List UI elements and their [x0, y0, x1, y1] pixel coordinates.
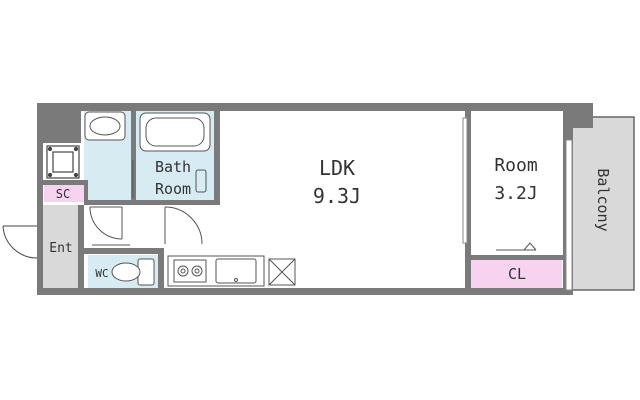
bath-room-label-line1: Bath: [155, 158, 191, 176]
room-size: 3.2J: [494, 183, 537, 204]
wash-door: [89, 206, 123, 240]
toilet: [111, 258, 155, 286]
closet-area: [471, 260, 562, 288]
closet-hanger-icon: [496, 242, 537, 251]
refrigerator-space: [268, 258, 296, 286]
entrance-label: Ent: [49, 241, 72, 256]
kitchen-sink: [215, 258, 257, 284]
washing-machine-pan: [46, 145, 80, 179]
bath-shower: [195, 169, 207, 193]
room-floor: [470, 110, 562, 258]
ldk-size: 9.3J: [313, 184, 361, 208]
shoe-closet-area: [44, 185, 84, 202]
balcony-area: [571, 116, 635, 291]
windows: [462, 117, 573, 291]
wc-label: WC: [95, 267, 108, 280]
wash-basin: [84, 111, 126, 141]
closet-label: CL: [508, 265, 526, 283]
entrance-door: [2, 225, 38, 259]
entrance-area: [43, 205, 78, 290]
ldk-door: [164, 206, 203, 245]
bathtub: [139, 112, 211, 152]
stove-icon: [173, 259, 207, 283]
shoe-closet-label: SC: [56, 187, 70, 201]
ldk-label: LDK: [319, 156, 355, 180]
room-label: Room: [494, 155, 537, 176]
balcony-label: Balcony: [594, 168, 612, 231]
bath-room-label-line2: Room: [155, 180, 191, 198]
